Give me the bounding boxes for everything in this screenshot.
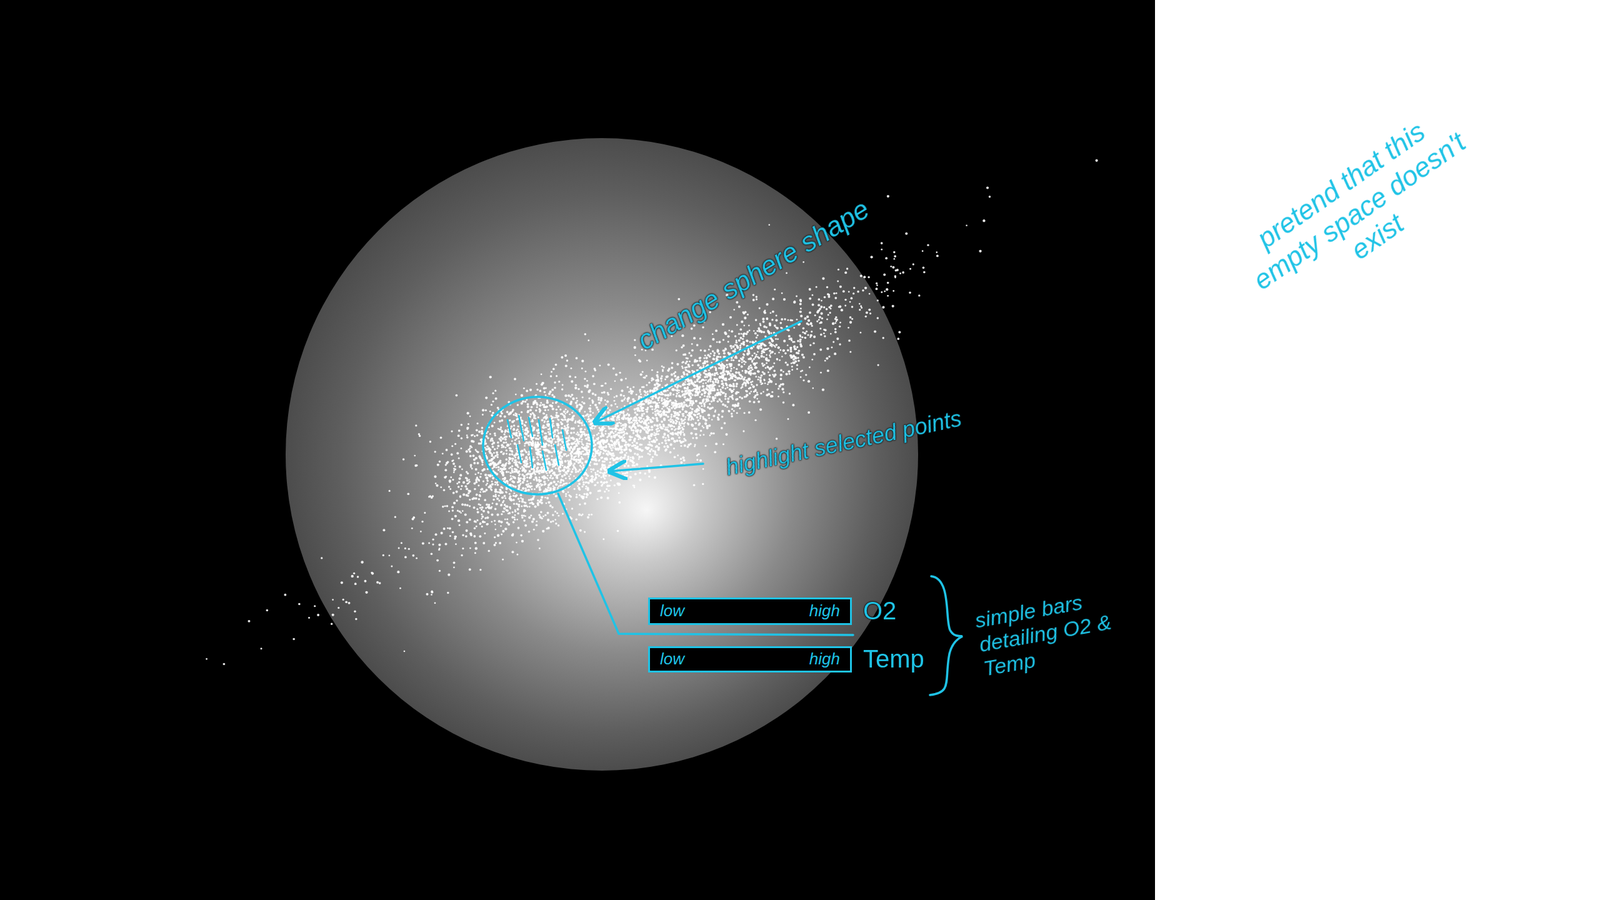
- bar-max-label: high: [809, 601, 840, 621]
- brace: [930, 576, 963, 695]
- arrow: [609, 463, 704, 472]
- leader-line: [558, 493, 854, 635]
- selection-hatch: [507, 415, 567, 470]
- bar-row: low high Temp: [648, 645, 925, 674]
- bar-variable-label: Temp: [863, 645, 925, 674]
- value-bar: low high: [648, 646, 852, 673]
- bar-min-label: low: [660, 649, 685, 669]
- point-cloud: [0, 0, 1155, 900]
- value-bar: low high: [648, 597, 852, 625]
- empty-panel: [1155, 0, 1600, 900]
- bar-row: low high O2: [648, 596, 897, 625]
- bar-variable-label: O2: [863, 596, 897, 625]
- selection-circle: [483, 396, 592, 495]
- bar-max-label: high: [809, 649, 840, 669]
- arrow: [595, 321, 802, 423]
- bar-min-label: low: [660, 601, 685, 621]
